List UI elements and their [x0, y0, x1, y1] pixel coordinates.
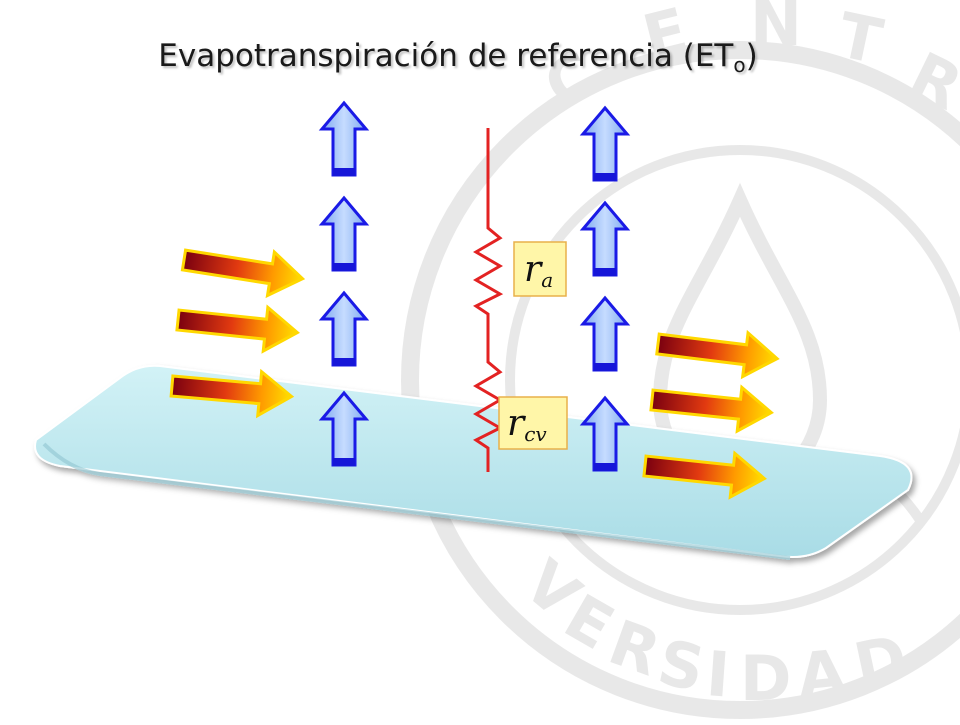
rcv-subscript: cv: [524, 422, 547, 446]
arrow-up-icon: [320, 101, 368, 178]
canopy-resistance-label: rcv: [498, 396, 568, 450]
arrow-up-icon: [320, 291, 368, 368]
watermark-seal: C E N T R V E R S I D A D: [401, 0, 960, 719]
svg-text:N: N: [750, 0, 802, 60]
ra-subscript: a: [541, 268, 553, 292]
resistor-zigzag-icon: [473, 128, 504, 472]
sensible-heat-left: [168, 236, 308, 420]
svg-text:D: D: [740, 642, 791, 715]
arrow-up-icon: [581, 106, 629, 183]
arrow-right-icon: [179, 236, 308, 303]
arrow-up-icon: [581, 296, 629, 373]
vapor-flux-right-column: [581, 106, 629, 473]
title-subscript: o: [733, 53, 746, 77]
ra-symbol: r: [524, 249, 543, 290]
arrow-up-icon: [320, 196, 368, 273]
vapor-flux-left-column: [320, 101, 368, 468]
rcv-symbol: r: [507, 403, 526, 444]
svg-text:rcv: rcv: [507, 403, 547, 446]
title-close: ): [745, 38, 758, 74]
sensible-heat-right: [641, 320, 782, 502]
canopy-surface: [34, 364, 913, 560]
arrow-up-icon: [581, 201, 629, 278]
svg-text:I: I: [704, 637, 732, 711]
svg-text:ra: ra: [524, 249, 553, 292]
title-main: Evapotranspiración de referencia (ET: [158, 38, 734, 74]
arrow-right-icon: [174, 296, 302, 356]
aerodynamic-resistance-label: ra: [513, 241, 567, 297]
page-title: Evapotranspiración de referencia (ETo): [0, 38, 916, 77]
svg-text:A: A: [794, 635, 849, 713]
